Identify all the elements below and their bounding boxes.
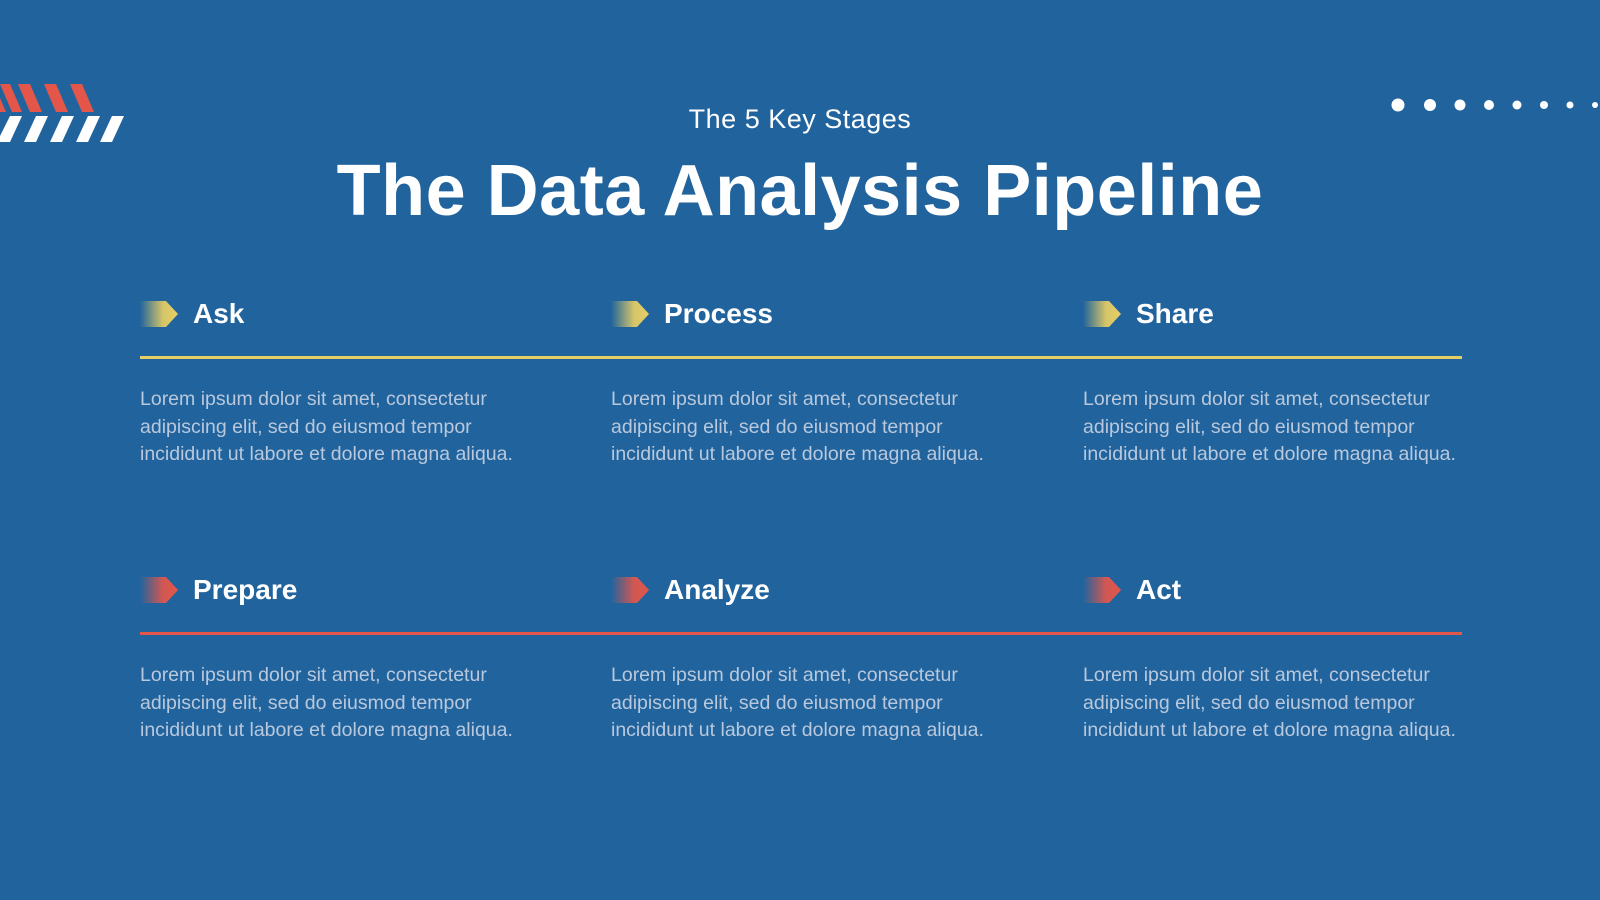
stage-label: Process (664, 298, 773, 329)
arrow-chevron-icon (140, 301, 178, 327)
stage-description: Lorem ipsum dolor sit amet, consectetur … (1083, 388, 1456, 465)
stage-description: Lorem ipsum dolor sit amet, consectetur … (140, 664, 513, 741)
stage-label: Ask (193, 298, 245, 329)
stage-header: Share (1083, 296, 1214, 332)
stage-label: Prepare (193, 574, 298, 605)
row-divider-red (140, 632, 1462, 635)
arrow-chevron-icon (611, 577, 649, 603)
stage-label: Share (1136, 298, 1214, 329)
stage-header: Analyze (611, 572, 770, 608)
row-divider-yellow (140, 356, 1462, 359)
stage-header: Prepare (140, 572, 297, 608)
stage-description: Lorem ipsum dolor sit amet, consectetur … (140, 388, 513, 465)
stage-description: Lorem ipsum dolor sit amet, consectetur … (611, 664, 984, 741)
stage-header: Process (611, 296, 773, 332)
arrow-chevron-icon (1083, 301, 1121, 327)
stage-label: Act (1136, 574, 1182, 605)
dot-trail-icon (1391, 98, 1598, 112)
diagonal-stripes-icon (0, 84, 124, 142)
stage-description: Lorem ipsum dolor sit amet, consectetur … (611, 388, 984, 465)
stage-header: Ask (140, 296, 244, 332)
arrow-chevron-icon (140, 577, 178, 603)
slide-subtitle: The 5 Key Stages (688, 104, 912, 134)
slide-title: The Data Analysis Pipeline (336, 151, 1264, 231)
stage-label: Analyze (664, 574, 770, 605)
stage-description: Lorem ipsum dolor sit amet, consectetur … (1083, 664, 1456, 741)
arrow-chevron-icon (1083, 577, 1121, 603)
arrow-chevron-icon (611, 301, 649, 327)
stage-header: Act (1083, 572, 1181, 608)
